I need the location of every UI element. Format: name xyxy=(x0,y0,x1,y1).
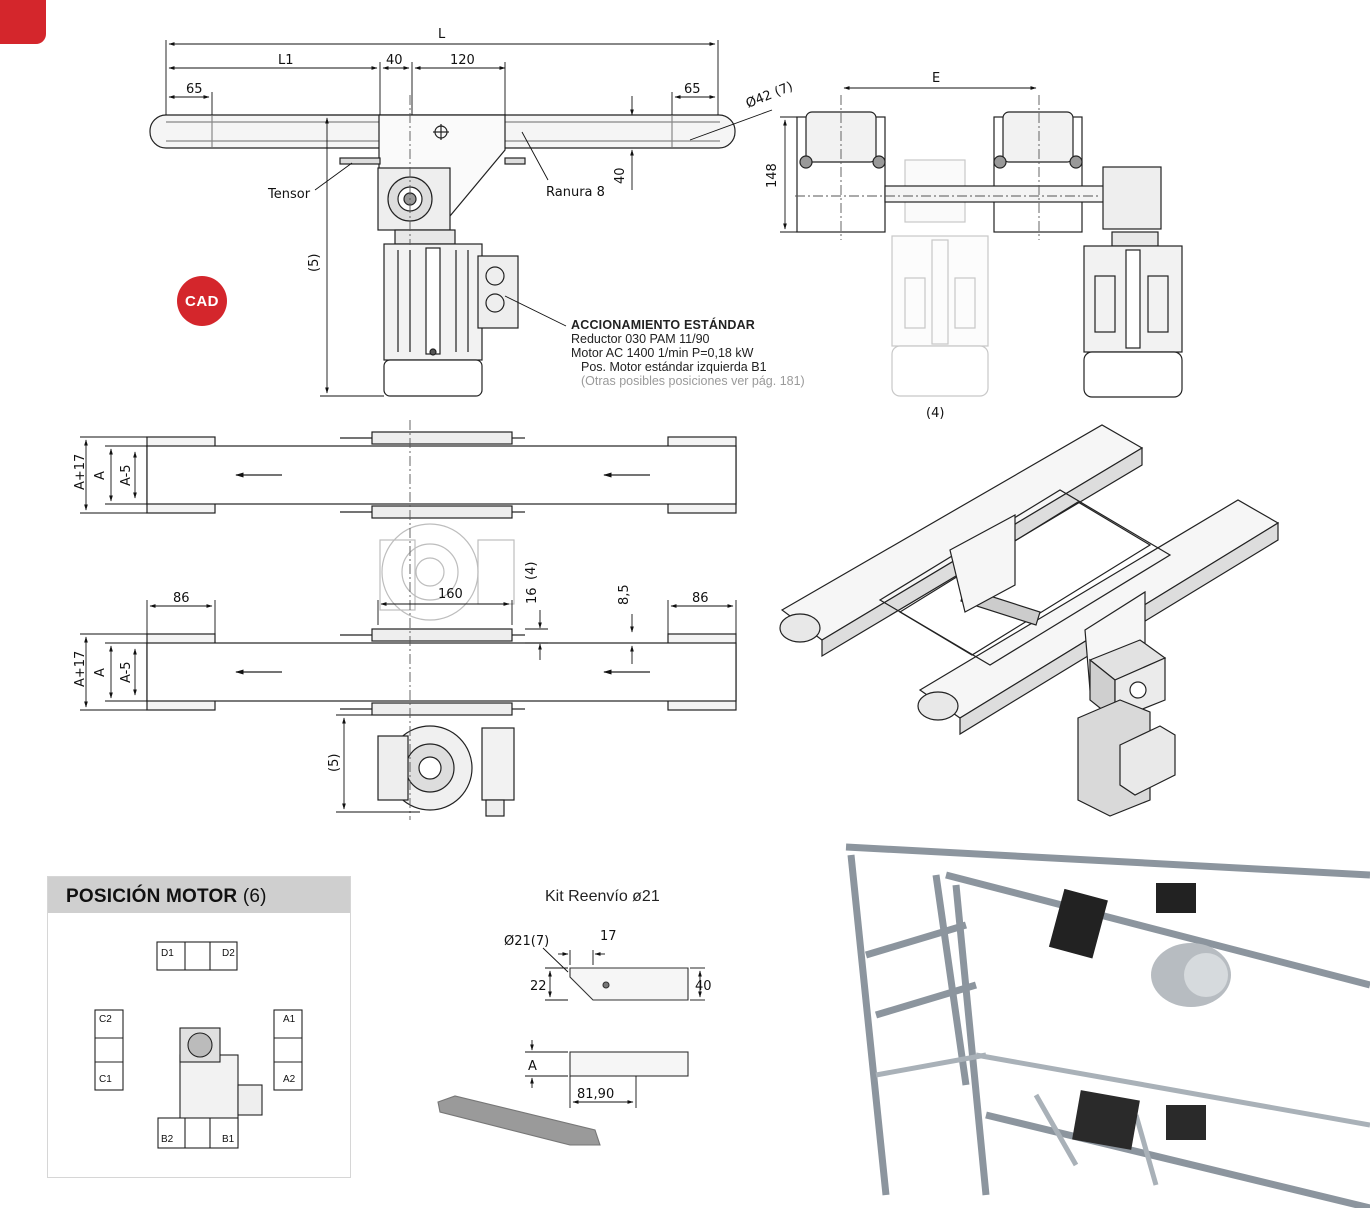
dim-5-plan: (5) xyxy=(327,754,342,772)
note-4-side: (4) xyxy=(926,406,944,421)
dim-160: 160 xyxy=(438,587,463,602)
dim-L: L xyxy=(438,27,446,42)
dim-65-left: 65 xyxy=(186,82,203,97)
dim-120: 120 xyxy=(450,53,475,68)
dim-a17-upper: A+17 xyxy=(73,454,88,490)
dim-40-vertical: 40 xyxy=(613,167,628,184)
top-view xyxy=(149,95,736,397)
kit-dim-81-90: 81,90 xyxy=(577,1087,614,1102)
kit-dim-40: 40 xyxy=(695,979,712,994)
isometric-view xyxy=(779,424,1280,817)
note-4-plan: (4) xyxy=(524,562,539,580)
motor-position-title-text: POSICIÓN MOTOR xyxy=(66,886,238,907)
kit-title: Kit Reenvío ø21 xyxy=(545,888,660,905)
dim-86-right: 86 xyxy=(692,591,709,606)
drive-title: ACCIONAMIENTO ESTÁNDAR xyxy=(571,318,756,332)
kit-dim-22: 22 xyxy=(530,979,547,994)
dim-16: 16 xyxy=(525,587,540,604)
motor-position-title: POSICIÓN MOTOR (6) xyxy=(66,886,267,908)
dim-65-right: 65 xyxy=(684,82,701,97)
side-view xyxy=(795,95,1183,398)
motor-position-box: POSICIÓN MOTOR (6) xyxy=(47,876,351,1178)
dim-L1: L1 xyxy=(278,53,294,68)
kit-dim-diameter: Ø21(7) xyxy=(504,934,549,949)
kit-dim-a: A xyxy=(528,1059,537,1074)
dim-E: E xyxy=(932,71,940,86)
kit-drawing xyxy=(437,967,689,1146)
dim-a17-lower: A+17 xyxy=(73,651,88,687)
dim-8-5: 8,5 xyxy=(617,584,632,605)
kit-dim-17: 17 xyxy=(600,929,617,944)
motor-position-note: (6) xyxy=(242,886,267,907)
dim-5: (5) xyxy=(307,254,322,272)
drive-line-4: (Otras posibles posiciones ver pág. 181) xyxy=(581,374,805,388)
label-tensor: Tensor xyxy=(267,187,311,202)
drive-spec: ACCIONAMIENTO ESTÁNDAR Reductor 030 PAM … xyxy=(571,318,805,388)
dim-a5-lower: A-5 xyxy=(119,661,134,683)
dim-a5-upper: A-5 xyxy=(119,464,134,486)
cad-badge[interactable]: CAD xyxy=(177,276,227,326)
dim-a-upper: A xyxy=(93,471,108,480)
motor-position-header: POSICIÓN MOTOR (6) xyxy=(48,877,350,913)
dim-a-lower: A xyxy=(93,668,108,677)
conveyor-photo xyxy=(836,835,1370,1208)
label-ranura: Ranura 8 xyxy=(546,185,605,200)
conveyor-photo-art xyxy=(836,835,1370,1208)
corner-tab xyxy=(0,0,46,44)
dim-86-left: 86 xyxy=(173,591,190,606)
dim-diameter: Ø42 (7) xyxy=(744,79,795,111)
drive-line-2: Motor AC 1400 1/min P=0,18 kW xyxy=(571,346,754,360)
dim-40: 40 xyxy=(386,53,403,68)
drive-line-1: Reductor 030 PAM 11/90 xyxy=(571,332,710,346)
dim-148: 148 xyxy=(765,163,780,188)
drive-line-3: Pos. Motor estándar izquierda B1 xyxy=(581,360,767,374)
plan-view xyxy=(146,420,737,820)
